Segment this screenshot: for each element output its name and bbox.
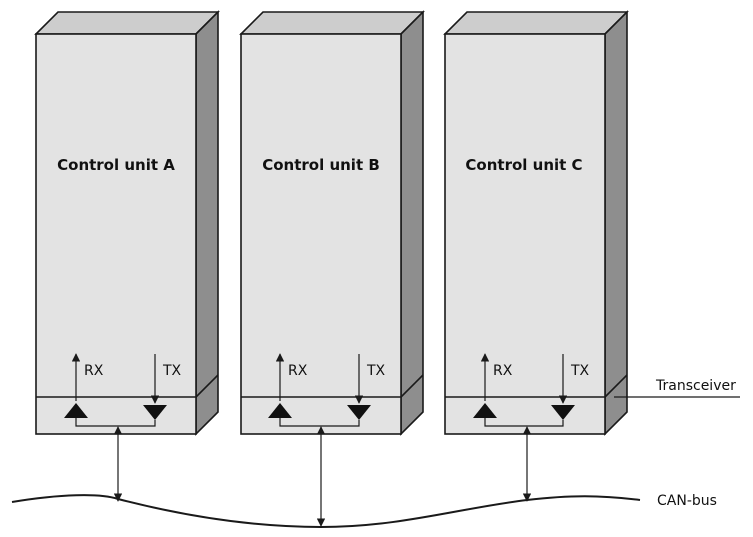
unit-b-transceiver-side-divider <box>400 374 424 398</box>
unit-a-side-face <box>195 10 219 436</box>
unit-b-rx-label: RX <box>288 363 308 379</box>
unit-c-top-face <box>443 11 629 35</box>
unit-a-rx-label: RX <box>84 363 104 379</box>
can-bus-label: CAN-bus <box>657 493 717 509</box>
unit-a-transmitter-triangle <box>143 405 167 420</box>
unit-a-transceiver-side-divider <box>195 374 219 398</box>
unit-c-receiver-triangle <box>473 403 497 418</box>
can-bus-line <box>11 494 641 529</box>
control-unit-c: Control unit C RX TX <box>443 10 629 502</box>
control-unit-b: Control unit B RX TX <box>239 10 425 527</box>
unit-a-front-face <box>35 33 197 435</box>
unit-b-top-face <box>239 11 425 35</box>
unit-c-tx-label: TX <box>570 363 590 379</box>
unit-c-transceiver-wiring <box>484 418 564 427</box>
unit-a-receiver-triangle <box>64 403 88 418</box>
unit-a-title: Control unit A <box>57 156 175 174</box>
unit-b-title: Control unit B <box>262 156 380 174</box>
unit-b-tx-label: TX <box>366 363 386 379</box>
control-unit-a: Control unit A RX TX <box>34 10 220 502</box>
unit-a-transceiver-wiring <box>75 418 156 427</box>
unit-c-transmitter-triangle <box>551 405 575 420</box>
unit-c-rx-label: RX <box>493 363 513 379</box>
unit-b-side-face <box>400 10 424 436</box>
unit-b-transceiver-wiring <box>279 418 360 427</box>
unit-a-top-face <box>34 11 220 35</box>
unit-b-receiver-triangle <box>268 403 292 418</box>
unit-c-title: Control unit C <box>465 156 582 174</box>
unit-c-transceiver-side-divider <box>604 374 628 398</box>
unit-b-transmitter-triangle <box>347 405 371 420</box>
unit-b-front-face <box>240 33 402 435</box>
unit-a-tx-label: TX <box>162 363 182 379</box>
unit-c-side-face <box>604 10 628 436</box>
transceiver-label: Transceiver <box>655 378 736 394</box>
